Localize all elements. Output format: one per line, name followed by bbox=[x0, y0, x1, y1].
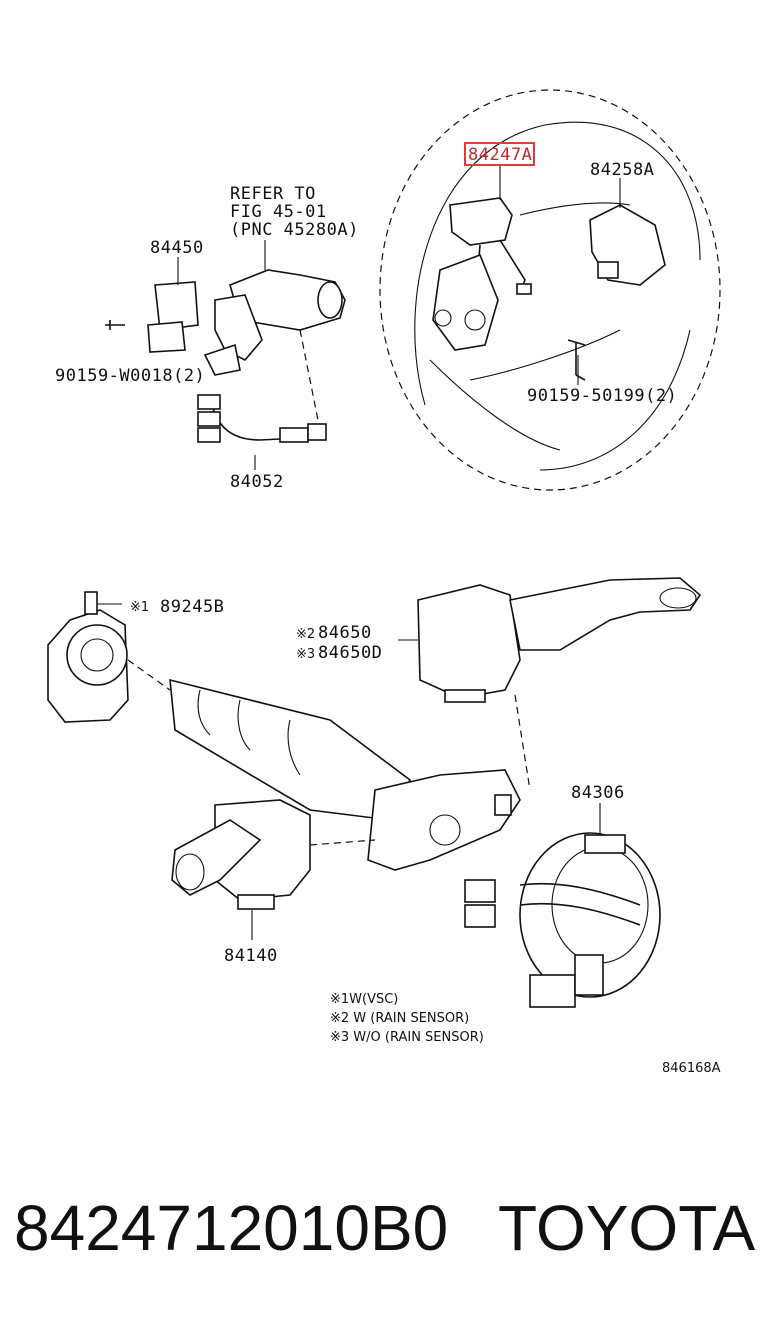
part-label-84650: 84650 bbox=[318, 623, 372, 643]
combination-switch-drawing bbox=[47, 577, 702, 1008]
part-number: 8424712010B0 bbox=[14, 1192, 449, 1264]
ignition-lock-drawing bbox=[105, 269, 346, 443]
part-label-89245b: 89245B bbox=[160, 597, 224, 617]
refer-line-3: (PNC 45280A) bbox=[230, 220, 359, 240]
part-label-90159-50199: 90159-50199(2) bbox=[527, 386, 677, 406]
steering-wheel-drawing bbox=[379, 89, 721, 491]
figure-code: 846168A bbox=[662, 1061, 721, 1076]
part-label-90159-w0018: 90159-W0018(2) bbox=[55, 366, 205, 386]
mark-1: ※1 bbox=[130, 600, 149, 615]
mark-3: ※3 bbox=[296, 647, 315, 662]
part-label-84450: 84450 bbox=[150, 238, 204, 258]
note-1: ※1W(VSC) bbox=[330, 992, 398, 1007]
part-label-84258a: 84258A bbox=[590, 160, 654, 180]
part-label-84052: 84052 bbox=[230, 472, 284, 492]
part-label-84140: 84140 bbox=[224, 946, 278, 966]
refer-line-1: REFER TO bbox=[230, 184, 316, 204]
refer-line-2: FIG 45-01 bbox=[230, 202, 327, 222]
part-label-84247a: 84247A bbox=[468, 145, 532, 165]
note-2: ※2 W (RAIN SENSOR) bbox=[330, 1011, 469, 1026]
part-label-84650d: 84650D bbox=[318, 643, 382, 663]
brand-name: TOYOTA bbox=[498, 1192, 756, 1264]
part-label-84306: 84306 bbox=[571, 783, 625, 803]
highlight-box bbox=[464, 142, 535, 166]
mark-2: ※2 bbox=[296, 627, 315, 642]
note-3: ※3 W/O (RAIN SENSOR) bbox=[330, 1030, 484, 1045]
